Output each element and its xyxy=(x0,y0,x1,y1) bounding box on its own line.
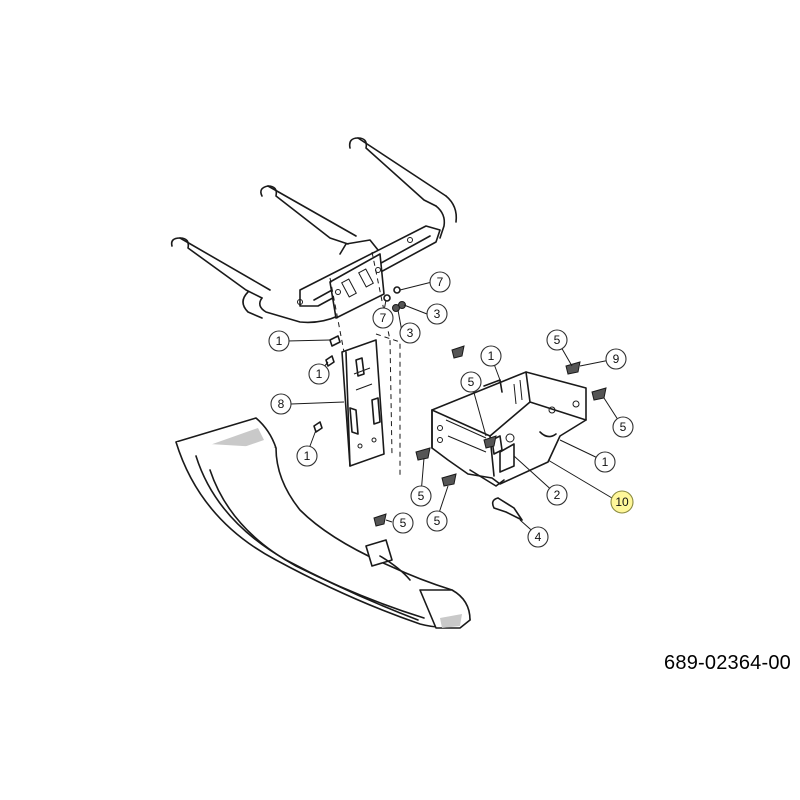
curved-shroud xyxy=(175,417,471,629)
callout-1c: 1 xyxy=(296,445,318,467)
callout-5b: 5 xyxy=(546,329,568,351)
svg-text:5: 5 xyxy=(418,489,425,503)
svg-text:7: 7 xyxy=(380,311,387,325)
bracket-assembly xyxy=(431,371,587,487)
svg-text:4: 4 xyxy=(535,530,542,544)
svg-text:5: 5 xyxy=(620,420,627,434)
plate-screws xyxy=(313,335,341,433)
callout-1e: 1 xyxy=(594,451,616,473)
callout-5e: 5 xyxy=(426,510,448,532)
callout-9: 9 xyxy=(605,348,627,370)
svg-text:1: 1 xyxy=(316,367,323,381)
callout-7b: 7 xyxy=(372,307,394,329)
callout-5c: 5 xyxy=(612,416,634,438)
top-fasteners xyxy=(383,286,406,312)
svg-text:1: 1 xyxy=(276,334,283,348)
svg-text:10: 10 xyxy=(615,495,629,509)
callout-8: 8 xyxy=(270,393,292,415)
diagram-part-number: 689-02364-00 xyxy=(664,652,791,674)
svg-text:8: 8 xyxy=(278,397,285,411)
callout-5a: 5 xyxy=(460,371,482,393)
callout-10: 10 xyxy=(610,490,634,514)
callout-5f: 5 xyxy=(392,512,414,534)
svg-text:5: 5 xyxy=(434,514,441,528)
callout-4: 4 xyxy=(527,526,549,548)
callout-2: 2 xyxy=(546,484,568,506)
svg-text:5: 5 xyxy=(468,375,475,389)
svg-text:3: 3 xyxy=(434,307,441,321)
hairpin-clip xyxy=(491,497,523,521)
svg-text:5: 5 xyxy=(400,516,407,530)
callout-5d: 5 xyxy=(410,485,432,507)
callout-3b: 3 xyxy=(399,322,421,344)
svg-text:7: 7 xyxy=(437,275,444,289)
svg-text:9: 9 xyxy=(613,352,620,366)
mounting-plate xyxy=(329,251,401,478)
svg-text:5: 5 xyxy=(554,333,561,347)
callout-7a: 7 xyxy=(429,271,451,293)
svg-text:1: 1 xyxy=(602,455,609,469)
wing-nuts xyxy=(373,345,607,527)
svg-text:1: 1 xyxy=(488,349,495,363)
callout-1b: 1 xyxy=(308,363,330,385)
handlebar-frame xyxy=(170,137,458,324)
callout-1d: 1 xyxy=(480,345,502,367)
svg-text:1: 1 xyxy=(304,449,311,463)
callout-3a: 3 xyxy=(426,303,448,325)
callout-1a: 1 xyxy=(268,330,290,352)
svg-text:3: 3 xyxy=(407,326,414,340)
svg-text:2: 2 xyxy=(554,488,561,502)
